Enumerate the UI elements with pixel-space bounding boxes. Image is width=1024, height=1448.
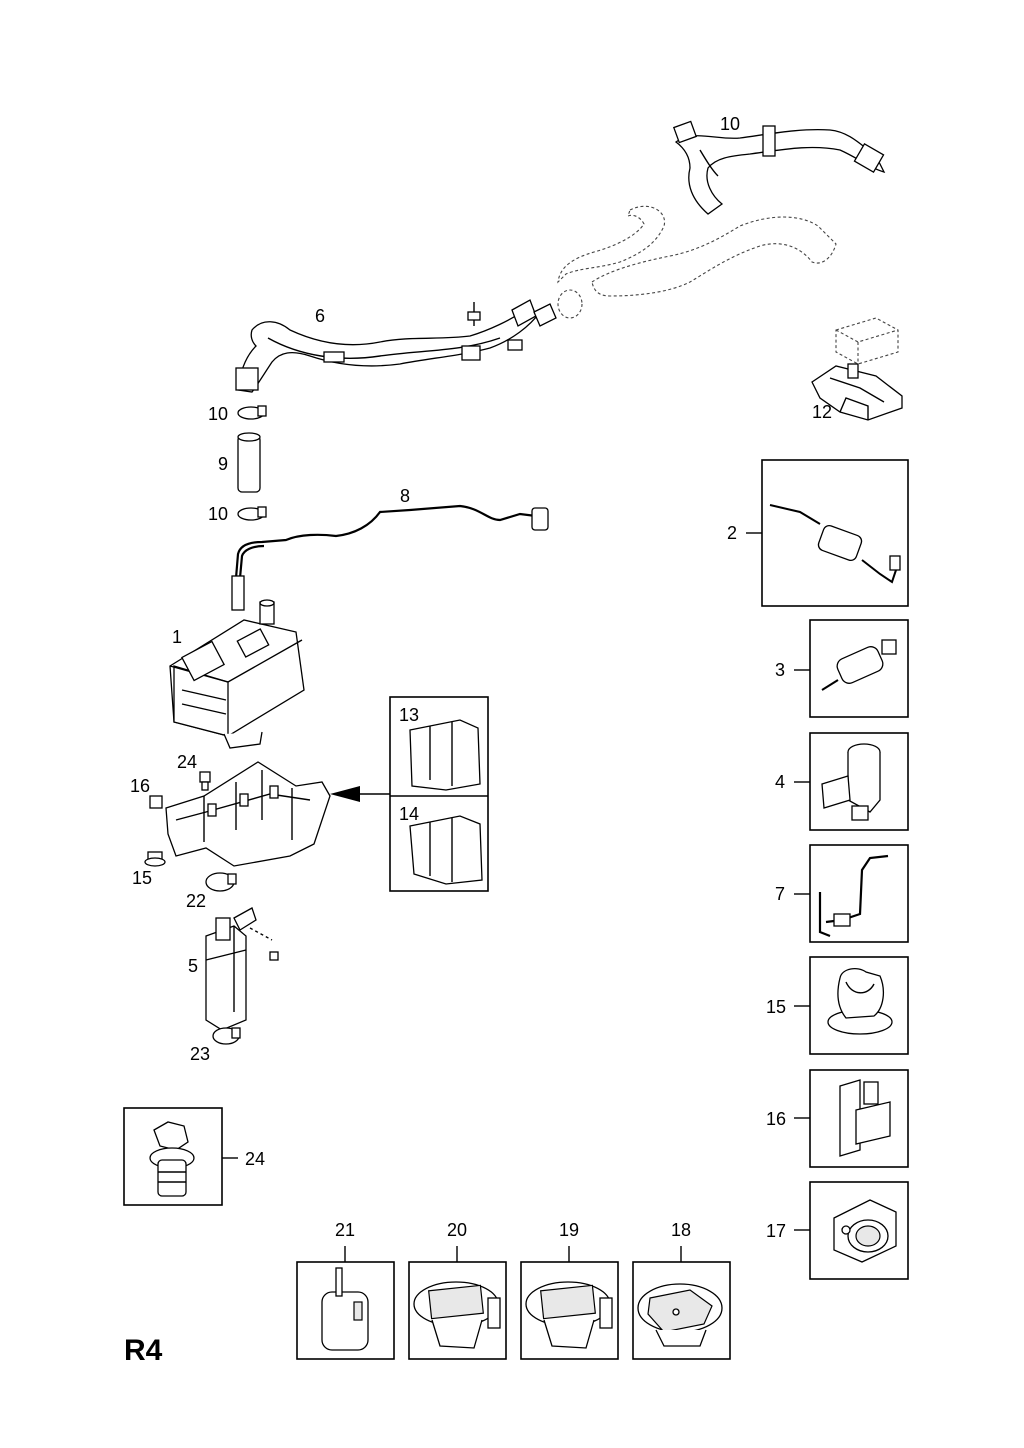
label-bolt-small: 24 [177,752,197,772]
label-inset-3: 3 [775,660,785,680]
label-inset-7: 7 [775,884,785,904]
pointer-arrow [330,786,390,802]
inset-4-shape [821,743,881,821]
inset-14-shape [409,815,483,885]
hose-clamp-lower [237,506,267,521]
inset-19-shape [525,1281,613,1349]
clip-16-small [149,795,163,809]
inset-15-shape [827,967,893,1035]
clamp-23-part [212,1027,241,1045]
coolant-hose-top [672,120,886,215]
inset-13-shape [409,719,481,791]
label-inset-15: 15 [766,997,786,1017]
inset-20-shape [413,1281,501,1349]
label-clamp-23: 23 [190,1044,210,1064]
inset-7-shape [818,854,889,938]
label-pump-5: 5 [188,956,198,976]
small-bolt [199,771,211,791]
label-inset-13: 13 [399,705,419,725]
label-clip-16: 16 [130,776,150,796]
label-pipe-assembly: 6 [315,306,325,326]
label-inset-4: 4 [775,772,785,792]
sheet-code: R4 [124,1334,163,1367]
inset-17-shape [833,1199,897,1263]
label-bracket-top: 12 [812,402,832,422]
inset-box-7 [809,844,909,943]
inset-21-shape [321,1267,369,1351]
label-inset-19: 19 [559,1220,579,1240]
inset-24-shape [149,1121,195,1197]
label-clamp-upper: 10 [208,404,228,424]
label-heater: 1 [172,627,182,647]
pump-5-part [205,907,279,1031]
inset-2-shape [769,504,901,584]
label-inset-2: 2 [727,523,737,543]
label-clip-15: 15 [132,868,152,888]
inset-3-shape [821,639,897,691]
label-inset-16: 16 [766,1109,786,1129]
label-inset-14: 14 [399,804,419,824]
fuel-line [231,504,549,611]
label-inset-24: 24 [245,1149,265,1169]
heater-unit [169,599,305,749]
label-inset-20: 20 [447,1220,467,1240]
inset-16-shape [839,1079,891,1157]
label-inset-18: 18 [671,1220,691,1240]
clip-15-small [144,851,166,867]
hose-sleeve [237,432,261,493]
heater-bracket-top [811,363,903,421]
label-clamp-lower: 10 [208,504,228,524]
label-inset-21: 21 [335,1220,355,1240]
label-clamp-22: 22 [186,891,206,911]
clamp-22-part [205,872,237,892]
hose-clamp-upper [237,405,267,420]
label-hose-top: 10 [720,114,740,134]
label-fuel-line: 8 [400,486,410,506]
ghost-hoses [557,205,899,365]
label-sleeve: 9 [218,454,228,474]
pipe-assembly [235,299,557,393]
inset-18-shape [637,1283,723,1347]
mounting-bracket [165,761,331,867]
label-inset-17: 17 [766,1221,786,1241]
